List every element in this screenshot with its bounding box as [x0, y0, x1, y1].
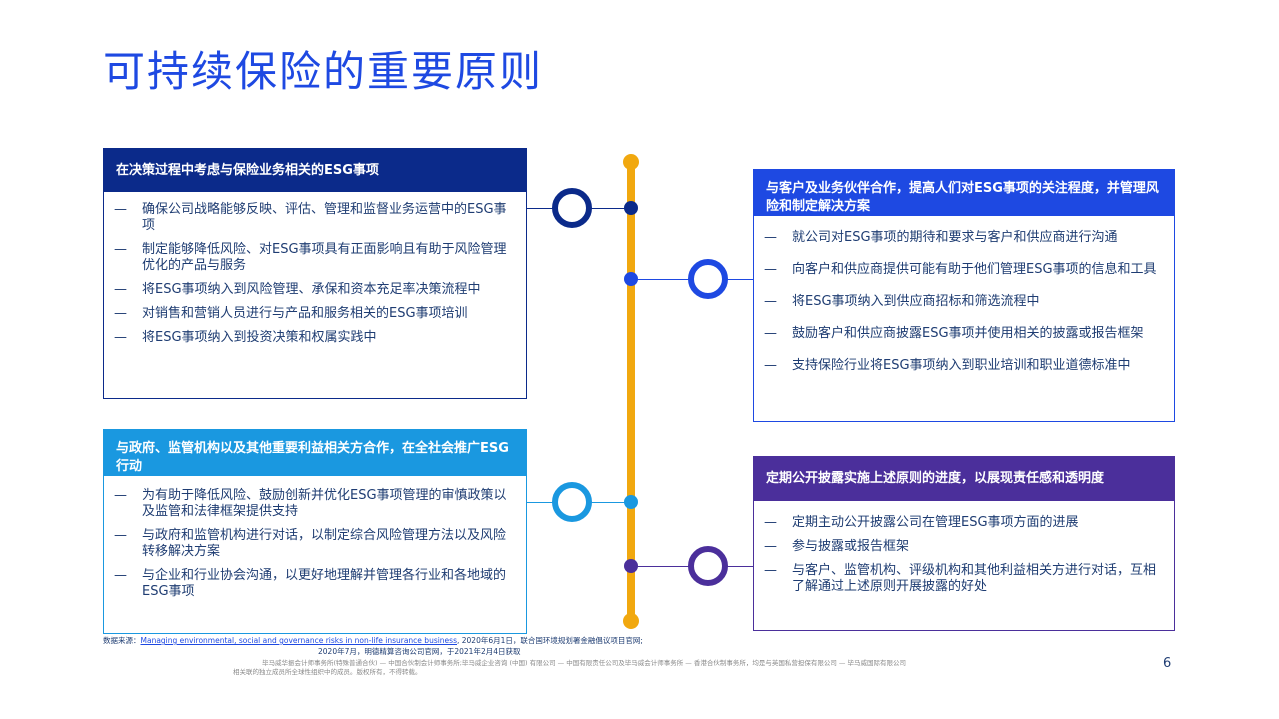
legal-line-2: 相关联的独立成员所全球性组织中的成员。版权所有，不得转载。	[233, 668, 422, 676]
principle-3-header: 与政府、监管机构以及其他重要利益相关方合作，在全社会推广ESG行动	[104, 430, 526, 476]
list-item: —对销售和营销人员进行与产品和服务相关的ESG事项培训	[114, 306, 468, 321]
principle-box-3: 与政府、监管机构以及其他重要利益相关方合作，在全社会推广ESG行动 —为有助于降…	[103, 429, 527, 634]
timeline-ring-3	[552, 482, 592, 522]
list-item: —将ESG事项纳入到风险管理、承保和资本充足率决策流程中	[114, 282, 481, 297]
list-item: —将ESG事项纳入到投资决策和权属实践中	[114, 330, 377, 345]
timeline-ring-4	[688, 546, 728, 586]
timeline-dot-3	[624, 495, 638, 509]
list-item: —与企业和行业协会沟通，以更好地理解并管理各行业和各地域的ESG事项	[114, 568, 507, 599]
list-item: —与客户、监管机构、评级机构和其他利益相关方进行对话，互相了解通过上述原则开展披…	[764, 563, 1157, 594]
list-item: —支持保险行业将ESG事项纳入到职业培训和职业道德标准中	[764, 358, 1131, 373]
principle-1-list: —确保公司战略能够反映、评估、管理和监督业务运营中的ESG事项 —制定能够降低风…	[104, 192, 526, 346]
list-item: —将ESG事项纳入到供应商招标和筛选流程中	[764, 294, 1040, 309]
principle-4-list: —定期主动公开披露公司在管理ESG事项方面的进展 —参与披露或报告框架 —与客户…	[754, 501, 1174, 595]
source-link[interactable]: Managing environmental, social and gover…	[140, 636, 458, 645]
timeline-dot-1	[624, 201, 638, 215]
principle-2-list: —就公司对ESG事项的期待和要求与客户和供应商进行沟通 —向客户和供应商提供可能…	[754, 216, 1174, 374]
timeline-bottom-cap	[623, 613, 639, 629]
list-item: —向客户和供应商提供可能有助于他们管理ESG事项的信息和工具	[764, 262, 1157, 277]
timeline-dot-2	[624, 272, 638, 286]
list-item: —就公司对ESG事项的期待和要求与客户和供应商进行沟通	[764, 230, 1118, 245]
timeline-ring-1	[552, 188, 592, 228]
list-item: —为有助于降低风险、鼓励创新并优化ESG事项管理的审慎政策以及监管和法律框架提供…	[114, 488, 507, 519]
principle-box-4: 定期公开披露实施上述原则的进度，以展现责任感和透明度 —定期主动公开披露公司在管…	[753, 456, 1175, 631]
list-item: —制定能够降低风险、对ESG事项具有正面影响且有助于风险管理优化的产品与服务	[114, 242, 507, 273]
source-label: 数据来源：	[103, 636, 141, 645]
source-footnote: 数据来源：Managing environmental, social and …	[103, 636, 663, 646]
principle-1-header: 在决策过程中考虑与保险业务相关的ESG事项	[104, 149, 526, 192]
page-number: 6	[1163, 656, 1172, 671]
principle-3-list: —为有助于降低风险、鼓励创新并优化ESG事项管理的审慎政策以及监管和法律框架提供…	[104, 476, 526, 600]
list-item: —定期主动公开披露公司在管理ESG事项方面的进展	[764, 515, 1079, 530]
list-item: —确保公司战略能够反映、评估、管理和监督业务运营中的ESG事项	[114, 202, 507, 233]
source-rest: , 2020年6月1日，联合国环境规划署金融倡议项目官网;	[457, 636, 643, 645]
timeline-dot-4	[624, 559, 638, 573]
timeline-top-cap	[623, 154, 639, 170]
source-footnote-line2: 2020年7月，明德精算咨询公司官网，于2021年2月4日获取	[318, 647, 521, 656]
principle-2-header: 与客户及业务伙伴合作，提高人们对ESG事项的关注程度，并管理风险和制定解决方案	[754, 170, 1174, 216]
list-item: —与政府和监管机构进行对话，以制定综合风险管理方法以及风险转移解决方案	[114, 528, 507, 559]
principle-box-1: 在决策过程中考虑与保险业务相关的ESG事项 —确保公司战略能够反映、评估、管理和…	[103, 148, 527, 399]
timeline-ring-2	[688, 259, 728, 299]
legal-line-1: 毕马威华振会计师事务所(特殊普通合伙) — 中国合伙制会计师事务所;毕马威企业咨…	[262, 659, 906, 667]
list-item: —鼓励客户和供应商披露ESG事项并使用相关的披露或报告框架	[764, 326, 1144, 341]
timeline-line	[627, 160, 635, 627]
principle-box-2: 与客户及业务伙伴合作，提高人们对ESG事项的关注程度，并管理风险和制定解决方案 …	[753, 169, 1175, 422]
list-item: —参与披露或报告框架	[764, 539, 910, 554]
principle-4-header: 定期公开披露实施上述原则的进度，以展现责任感和透明度	[754, 457, 1174, 501]
page-title: 可持续保险的重要原则	[103, 47, 544, 96]
